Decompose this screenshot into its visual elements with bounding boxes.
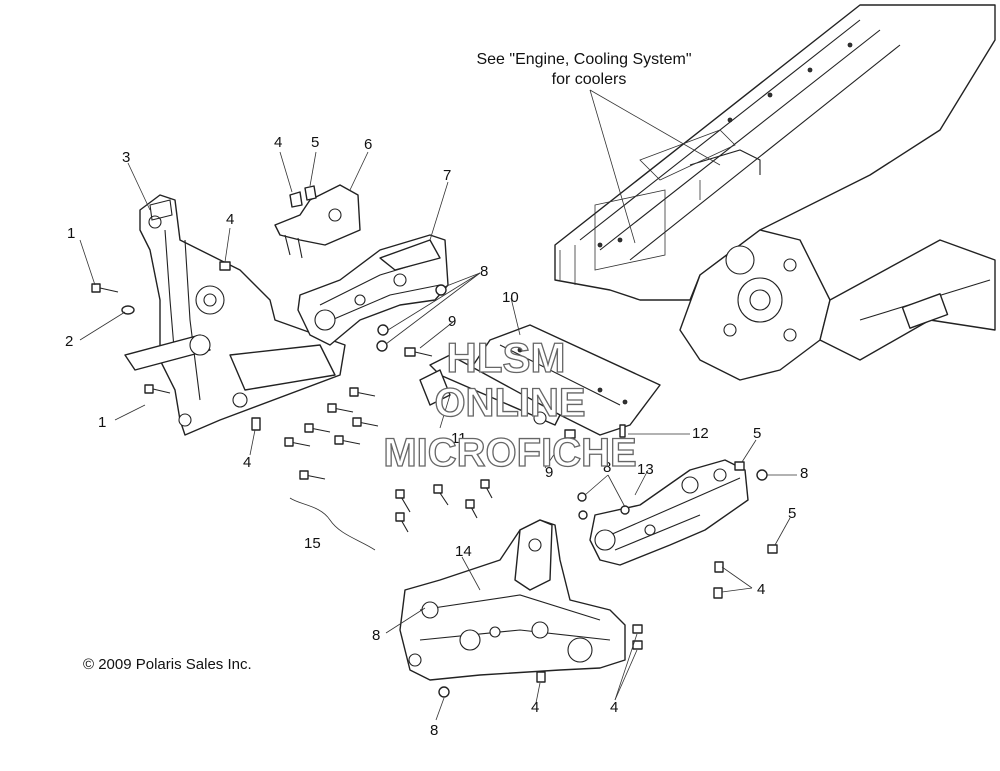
callout-5-c: 5 — [788, 505, 796, 522]
watermark-line-1: HLSM — [447, 334, 566, 381]
callout-11: 11 — [451, 430, 467, 447]
leader-lines — [79, 89, 797, 721]
part-7-rear-mount — [297, 234, 449, 346]
bolts-4-under-13 — [713, 561, 724, 599]
callout-2: 2 — [65, 333, 73, 350]
callout-8-a: 8 — [480, 263, 488, 280]
nut-8-upper — [435, 284, 447, 296]
chassis-tunnel — [554, 4, 996, 381]
pin-12 — [619, 424, 626, 438]
bolts-4-bottom-right — [632, 624, 643, 650]
callout-4-d: 4 — [757, 581, 765, 598]
callout-13: 13 — [637, 461, 654, 478]
part-6-bracket — [274, 184, 361, 259]
note-line-1: See "Engine, Cooling System" — [476, 51, 691, 68]
nut-8-right — [756, 469, 768, 481]
bolt-1-bottom — [144, 384, 171, 394]
note-line-2: for coolers — [552, 71, 627, 88]
callout-9-a: 9 — [448, 313, 456, 330]
bolt-4-left-upper — [219, 261, 231, 271]
nut-8-lower — [376, 340, 388, 352]
nut-8-middle — [377, 324, 389, 336]
callout-4-a: 4 — [226, 211, 234, 228]
part-14-lower-mount — [399, 519, 626, 681]
callout-5-b: 5 — [753, 425, 761, 442]
callout-12: 12 — [692, 425, 709, 442]
callout-9-b: 9 — [545, 464, 553, 481]
bolt-4-left-lower — [251, 417, 261, 431]
bolt-9-left — [404, 347, 433, 357]
part-13-right-mount — [589, 459, 749, 566]
bolt-9-right — [564, 429, 576, 439]
callout-6: 6 — [364, 136, 372, 153]
callout-8-c: 8 — [800, 465, 808, 482]
callout-7: 7 — [443, 167, 451, 184]
watermark: HLSM ONLINE MICROFICHE — [383, 333, 638, 475]
callout-14: 14 — [455, 543, 472, 560]
callout-8-b: 8 — [603, 459, 611, 476]
nuts-8-left-of-13 — [577, 492, 630, 520]
watermark-line-2: ONLINE — [434, 381, 585, 425]
callout-8-e: 8 — [430, 722, 438, 739]
callout-1-top: 1 — [67, 225, 75, 242]
bolt-4-bottom-center — [536, 671, 546, 683]
watermark-line-3: MICROFICHE — [383, 431, 636, 475]
copyright-text: © 2009 Polaris Sales Inc. — [83, 656, 252, 673]
callout-15: 15 — [304, 535, 321, 552]
callout-1-bottom: 1 — [98, 414, 106, 431]
callout-4-c: 4 — [274, 134, 282, 151]
part-11-crossbar — [419, 354, 561, 426]
callout-4-e: 4 — [531, 699, 539, 716]
callout-4-b: 4 — [243, 454, 251, 471]
bolt-5-right-upper — [734, 461, 745, 471]
nut-8-bottom — [438, 686, 450, 698]
bolt-5-right-lower — [767, 544, 778, 554]
callout-5-a: 5 — [311, 134, 319, 151]
bolt-group-15 — [284, 387, 493, 551]
callout-3: 3 — [122, 149, 130, 166]
callout-labels: 1 2 1 3 4 4 4 5 6 7 8 9 10 11 9 12 5 8 1… — [65, 134, 808, 739]
callout-8-d: 8 — [372, 627, 380, 644]
cross-reference-note: See "Engine, Cooling System" for coolers — [476, 51, 691, 88]
part-3-front-mount — [124, 194, 346, 436]
callout-4-f: 4 — [610, 699, 618, 716]
callout-10: 10 — [502, 289, 519, 306]
bolt-1-top — [91, 283, 119, 293]
